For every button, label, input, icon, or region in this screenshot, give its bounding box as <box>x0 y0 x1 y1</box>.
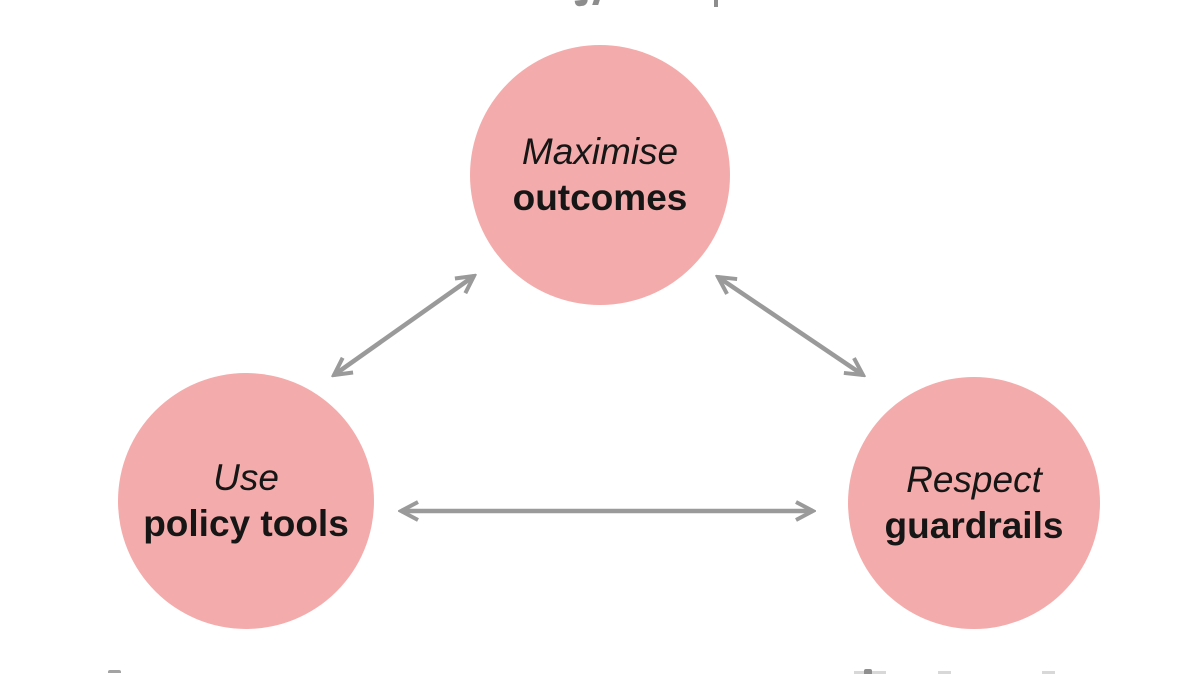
node-respect-guardrails: Respect guardrails <box>848 377 1100 629</box>
arrow-outcomes-policytools <box>334 276 474 375</box>
node-maximise-outcomes: Maximise outcomes <box>470 45 730 305</box>
arrow-outcomes-guardrails <box>718 277 863 375</box>
cropped-text-fragment-bottom <box>108 670 121 673</box>
node-emphasis-text: Use <box>213 457 279 498</box>
node-emphasis-text: Maximise <box>521 131 679 172</box>
node-bold-text: outcomes <box>512 177 688 218</box>
cropped-text-fragment-bottom <box>864 669 872 674</box>
cropped-text-fragment-bottom <box>1042 671 1055 674</box>
cropped-text-fragment-bottom <box>938 671 951 674</box>
cropped-text-fragment-top <box>714 0 718 7</box>
node-use-policy-tools: Use policy tools <box>118 373 374 629</box>
node-bold-text: guardrails <box>884 505 1064 546</box>
node-bold-text: policy tools <box>143 503 349 544</box>
node-emphasis-text: Respect <box>906 459 1042 500</box>
